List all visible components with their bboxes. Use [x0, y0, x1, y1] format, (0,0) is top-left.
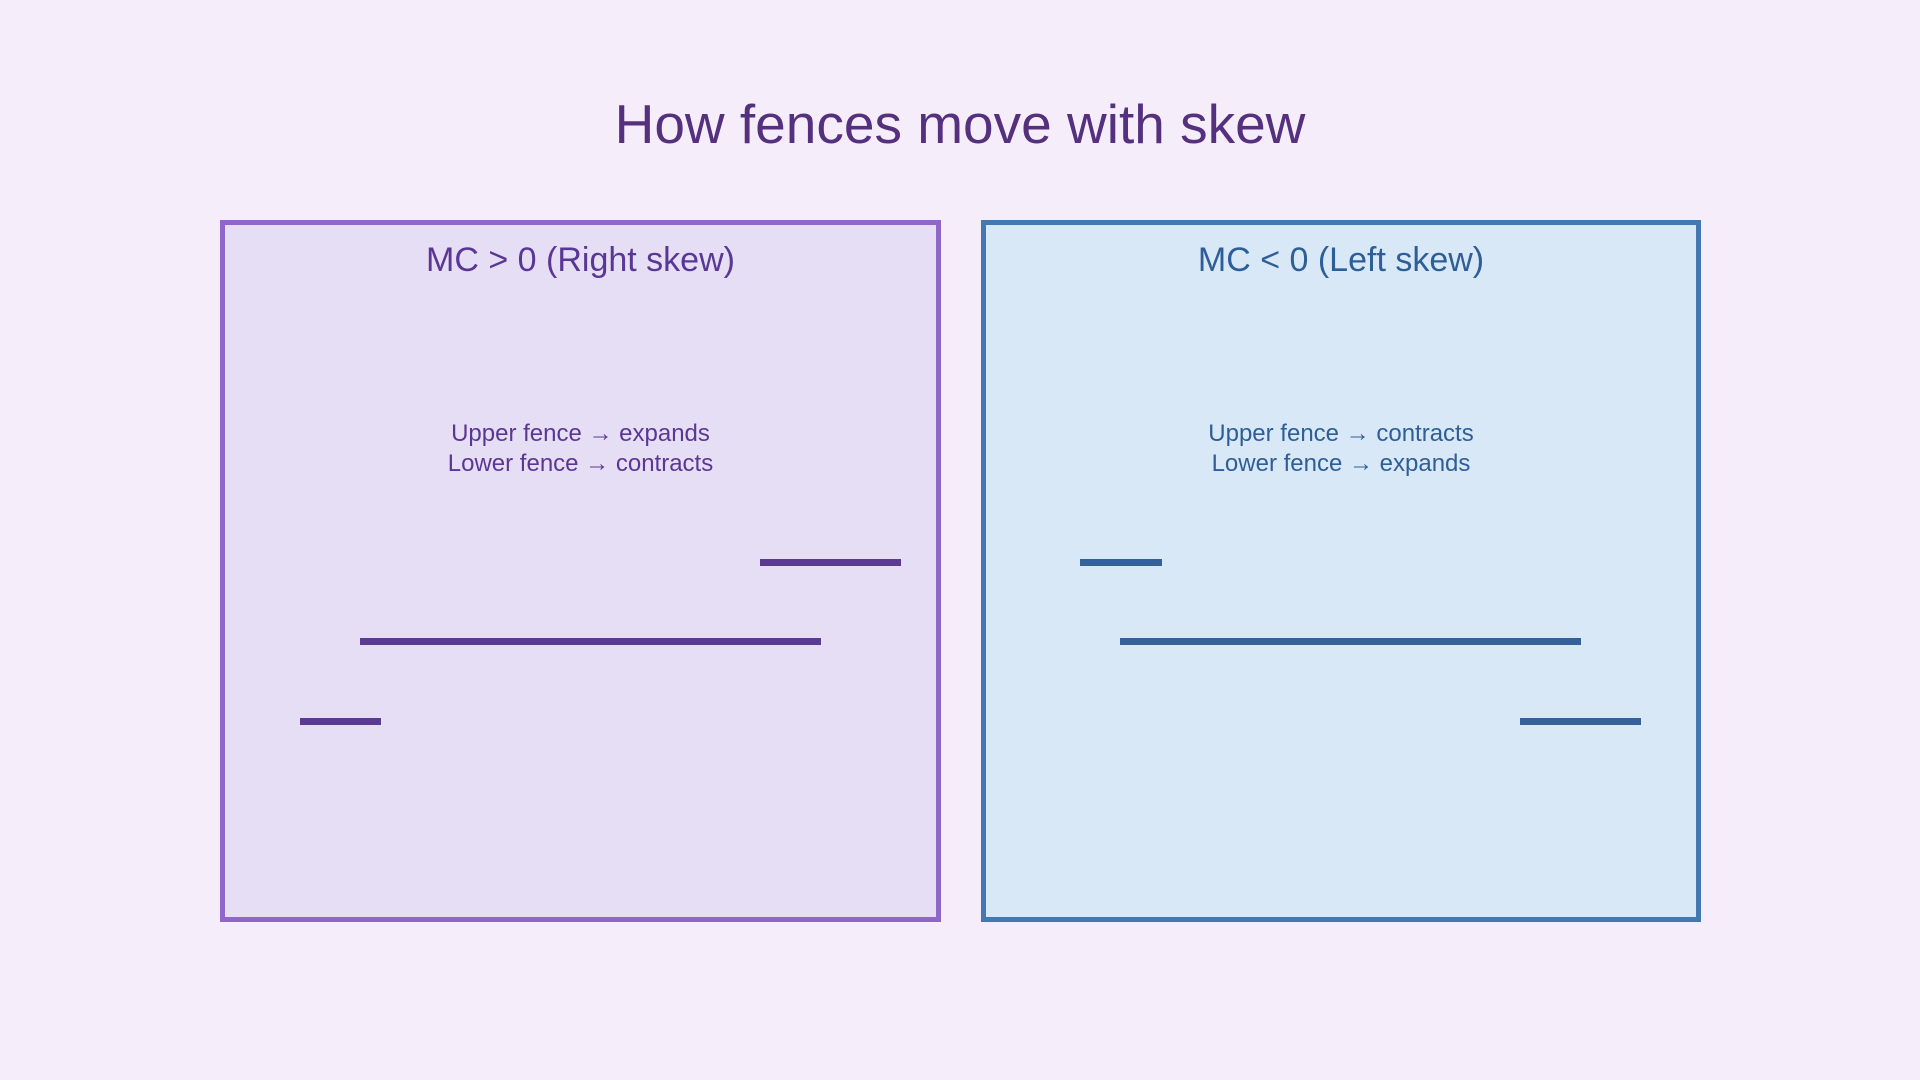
lower-fence-note: Lower fence → expands — [1211, 450, 1471, 477]
lower-fence-note: Lower fence → contracts — [447, 450, 714, 477]
upper-fence-line — [1080, 559, 1162, 566]
panel-left-skew-annotation: Upper fence → contracts Lower fence → ex… — [986, 419, 1696, 479]
panel-right-skew: MC > 0 (Right skew) Upper fence → expand… — [220, 220, 941, 922]
page-title: How fences move with skew — [614, 93, 1306, 155]
panel-left-skew-lines — [986, 225, 1696, 917]
median-line — [1120, 638, 1581, 645]
panel-left-skew-title: MC < 0 (Left skew) — [1197, 241, 1485, 279]
upper-fence-note: Upper fence → contracts — [1208, 420, 1474, 447]
upper-fence-note: Upper fence → expands — [451, 420, 710, 447]
panel-right-skew-annotation: Upper fence → expands Lower fence → cont… — [225, 419, 936, 479]
upper-fence-line — [760, 559, 901, 566]
lower-fence-line — [300, 718, 381, 725]
panel-right-skew-lines — [225, 225, 936, 917]
lower-fence-line — [1520, 718, 1641, 725]
panel-left-skew: MC < 0 (Left skew) Upper fence → contrac… — [981, 220, 1701, 922]
median-line — [360, 638, 821, 645]
panel-right-skew-title: MC > 0 (Right skew) — [426, 241, 735, 279]
